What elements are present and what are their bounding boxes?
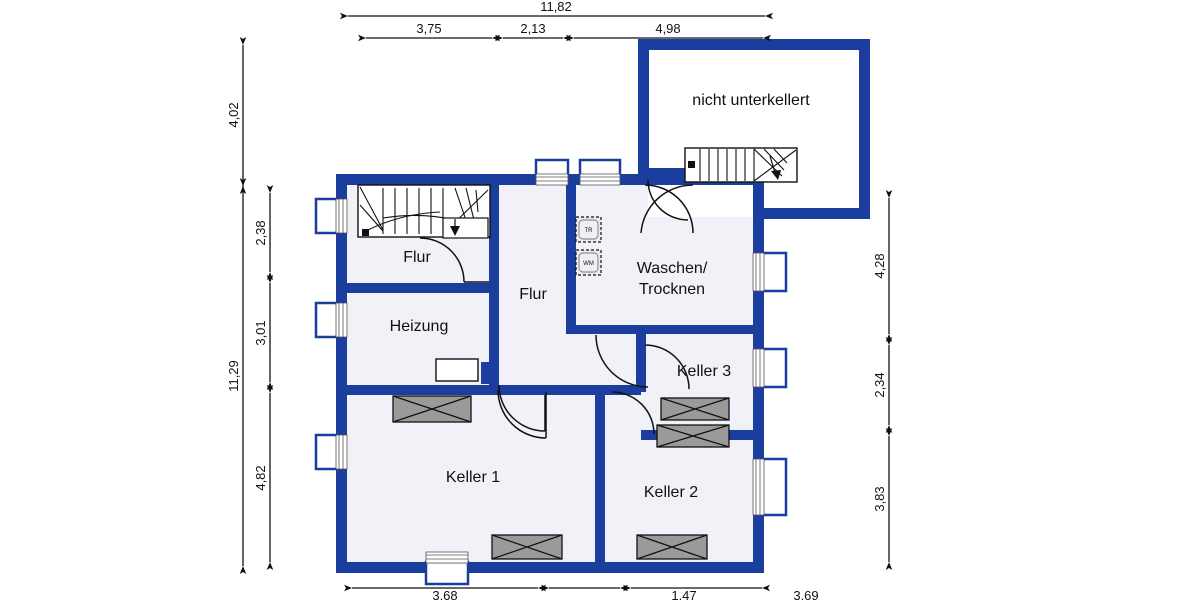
- staircase-flur: [357, 184, 491, 239]
- room-label-keller-3: Keller 3: [677, 363, 731, 380]
- dim-top-seg-1: 3,75: [416, 21, 441, 36]
- dimension-right: 4,28 2,34 3,83: [872, 190, 893, 570]
- dimension-left-inner: 2,38 3,01 4,82: [253, 185, 274, 570]
- washer-code: WM: [583, 261, 594, 267]
- room-label-trocknen: Trocknen: [639, 281, 705, 298]
- room-label-nicht-unterkellert: nicht unterkellert: [692, 92, 810, 109]
- dim-bottom-seg-2: 1,47: [671, 588, 696, 600]
- window-top-1: [534, 158, 570, 186]
- window-left-3: [314, 433, 348, 471]
- dim-right-seg-2: 2,34: [872, 372, 887, 397]
- dim-top-seg-2: 2,13: [520, 21, 545, 36]
- dim-left-seg-2: 3,01: [253, 320, 268, 345]
- window-bottom-1: [424, 551, 470, 586]
- dim-left-outer-total: 11,29: [226, 360, 241, 392]
- window-left-2: [314, 301, 348, 339]
- wall-stub-heizung: [481, 362, 490, 384]
- window-top-2: [578, 158, 622, 186]
- dim-top-seg-3: 4,98: [655, 21, 680, 36]
- room-label-keller-2: Keller 2: [644, 484, 698, 501]
- windows: [314, 158, 788, 586]
- boiler-fixture: [435, 358, 479, 382]
- room-label-waschen: Waschen/: [637, 260, 708, 277]
- dim-left-outer-upper: 4,02: [226, 102, 241, 127]
- dim-bottom-seg-3: 3,69: [793, 588, 818, 600]
- room-label-heizung: Heizung: [390, 318, 449, 335]
- window-right-3: [752, 457, 788, 517]
- dimension-left-outer: 4,02 11,29: [226, 37, 247, 574]
- storage-units: [392, 395, 730, 560]
- window-right-2: [752, 347, 788, 389]
- dim-right-seg-1: 4,28: [872, 253, 887, 278]
- dim-left-seg-3: 4,82: [253, 465, 268, 490]
- appliance-washer: WM: [575, 249, 602, 276]
- room-label-keller-1: Keller 1: [446, 469, 500, 486]
- staircase-annex: [684, 147, 798, 183]
- dryer-code: TR: [585, 228, 594, 234]
- dimension-top: 11,82 3,75 2,13 4,98: [340, 0, 773, 42]
- dim-right-seg-3: 3,83: [872, 486, 887, 511]
- dim-top-total: 11,82: [540, 0, 572, 14]
- appliance-dryer: TR: [575, 216, 602, 243]
- window-right-1: [752, 251, 788, 293]
- room-label-flur-mitte: Flur: [519, 286, 547, 303]
- door-swings-extra: [497, 179, 694, 439]
- window-left-1: [314, 197, 348, 235]
- dim-bottom-seg-1: 3,68: [432, 588, 457, 600]
- door-swings: [419, 184, 694, 435]
- dim-left-seg-1: 2,38: [253, 220, 268, 245]
- room-label-flur-treppe: Flur: [403, 249, 431, 266]
- dimension-bottom: 3,68 1,47 3,69: [344, 584, 819, 600]
